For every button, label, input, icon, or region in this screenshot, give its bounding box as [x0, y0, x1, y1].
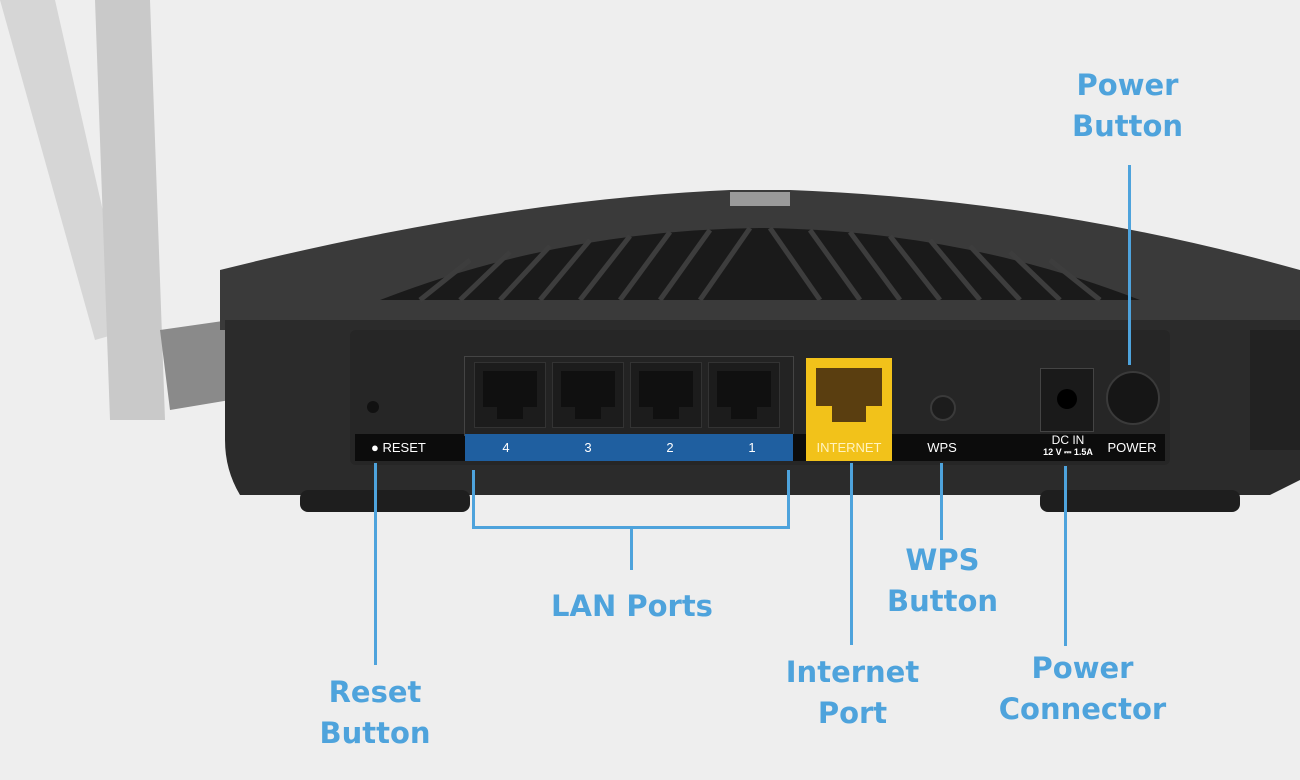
- lan-port-2[interactable]: [630, 362, 702, 428]
- power-button[interactable]: [1106, 371, 1160, 425]
- power-connector-leader: [1064, 466, 1067, 646]
- reset-strip: ● RESET: [355, 434, 465, 461]
- callout-lan-ports: LAN Ports: [551, 589, 713, 623]
- dc-rating: 12 V ⎓ 1.5A: [1043, 447, 1093, 457]
- lan-bracket-left: [472, 470, 475, 528]
- lan-port-1[interactable]: [708, 362, 780, 428]
- internet-leader: [850, 463, 853, 645]
- lan-port-3[interactable]: [552, 362, 624, 428]
- dc-in-jack[interactable]: [1040, 368, 1094, 432]
- lan-bracket-right: [787, 470, 790, 528]
- vent-slats: [418, 226, 1102, 302]
- power-button-leader: [1128, 165, 1131, 365]
- wps-button[interactable]: [930, 395, 956, 421]
- lan-strip: 4 3 2 1: [465, 434, 793, 461]
- lan-number: 1: [748, 440, 756, 455]
- reset-text: RESET: [382, 440, 426, 455]
- lan-number: 3: [584, 440, 592, 455]
- reset-pinhole[interactable]: [367, 401, 379, 413]
- reset-leader: [374, 463, 377, 665]
- lan-number: 2: [666, 440, 674, 455]
- lan-port-4[interactable]: [474, 362, 546, 428]
- wps-leader: [940, 463, 943, 540]
- internet-port[interactable]: [806, 358, 892, 434]
- power-text: POWER: [1107, 440, 1157, 455]
- internet-label: INTERNET: [806, 434, 892, 461]
- dc-in-text: DC IN 12 V ⎓ 1.5A: [1032, 434, 1104, 458]
- wps-text: WPS: [927, 440, 957, 455]
- antenna-left: [95, 0, 165, 420]
- antenna-left-back: [0, 0, 130, 340]
- vent-grille: [380, 228, 1140, 300]
- dc-in-label: DC IN: [1051, 433, 1085, 447]
- lan-number: 4: [502, 440, 510, 455]
- lan-leader: [630, 526, 633, 570]
